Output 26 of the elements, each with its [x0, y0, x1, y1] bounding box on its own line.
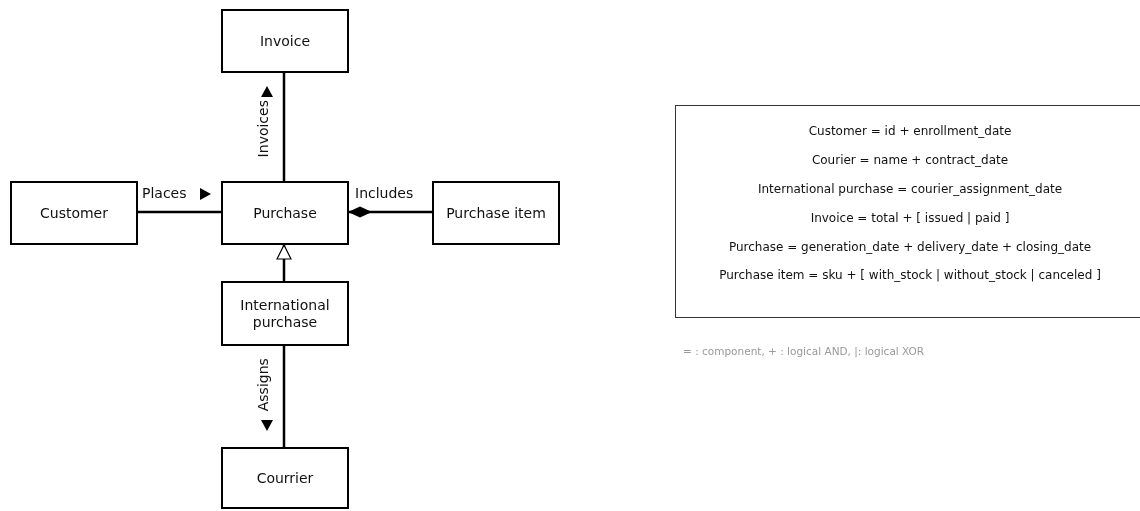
- class-name: Customer: [40, 204, 108, 222]
- definition-text: Customer = id + enrollment_date: [808, 124, 1012, 139]
- class-box: [221, 181, 349, 245]
- class-name: Purchase item: [446, 204, 546, 222]
- class-name: Courrier: [256, 469, 314, 487]
- class-box: [221, 281, 349, 346]
- definition-text: International purchase = courier_assignment_date: [757, 181, 1063, 197]
- class-name: Purchase: [253, 204, 317, 222]
- association-line: [282, 346, 286, 447]
- edge-label: Assigns: [256, 358, 272, 412]
- class-box: [432, 181, 560, 245]
- definition-text: Invoice = total + [ issued | paid ]: [810, 210, 1010, 226]
- association-line: [138, 210, 221, 214]
- class-box: [221, 447, 349, 509]
- class-box: [10, 181, 138, 245]
- definition-text: Purchase item = sku + [ with_stock | without_stock | canceled ]: [719, 268, 1101, 283]
- class-name: International purchase: [239, 296, 331, 331]
- generalization-arrow: [276, 244, 292, 281]
- class-box: [221, 9, 349, 73]
- note-box: [675, 105, 1140, 318]
- composition-line: [348, 206, 432, 218]
- notation-note: = : component, + : logical AND, |: logical XOR: [683, 345, 925, 357]
- definition-text: Purchase = generation_date + delivery_date + closing_date: [728, 239, 1092, 254]
- definition-text: Courier = name + contract_date: [811, 152, 1009, 168]
- class-name: Invoice: [259, 32, 311, 50]
- association-line: [282, 73, 286, 181]
